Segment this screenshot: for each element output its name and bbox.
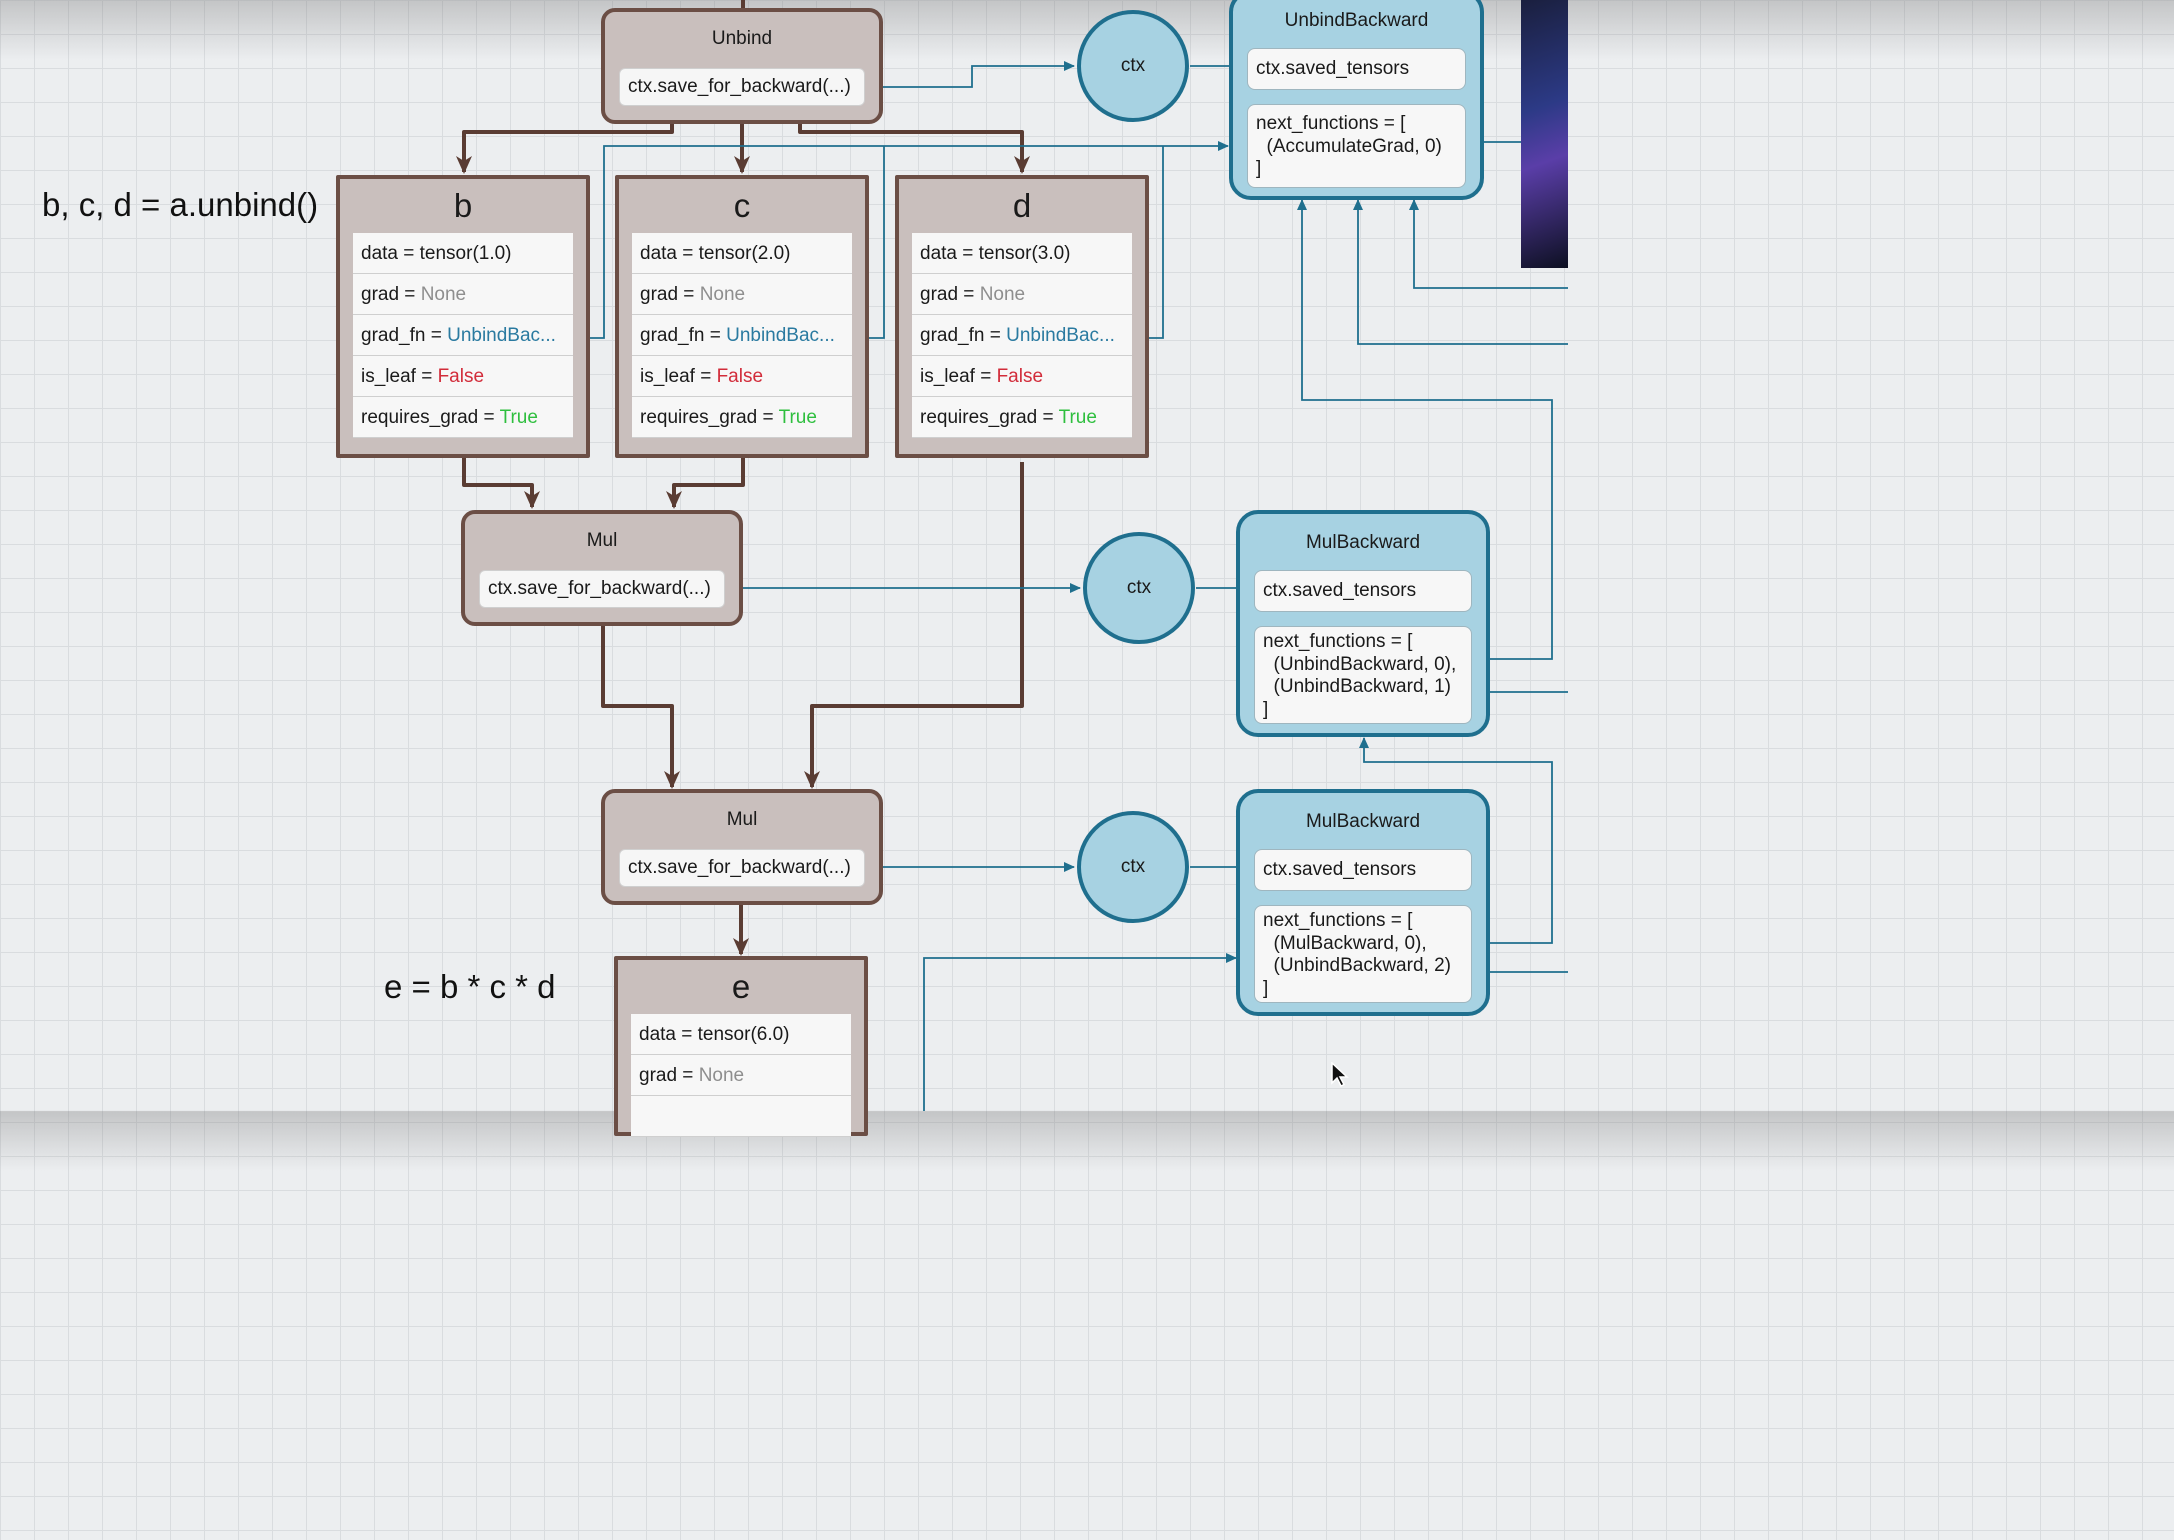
tensor-c-grad-fn: grad_fn = UnbindBac... [632,315,852,356]
tensor-e-node[interactable]: e data = tensor(6.0) grad = None [614,956,868,1137]
ctx-node-unbind[interactable]: ctx [1077,10,1189,122]
link-mul2-next-0 [1359,737,1553,944]
tensor-c-requires-grad: requires_grad = True [632,397,852,438]
code-unbind-line: b, c, d = a.unbind() [42,186,319,223]
unbind-backward-node[interactable]: UnbindBackward ctx.saved_tensors next_fu… [1229,0,1484,200]
ctx-node-mul-1[interactable]: ctx [1083,532,1195,644]
tensor-d-grad-fn: grad_fn = UnbindBac... [912,315,1132,356]
tensor-b-requires-grad: requires_grad = True [353,397,573,438]
link-e-gradfn [923,953,1237,1111]
unbind-backward-saved-tensors: ctx.saved_tensors [1247,48,1466,90]
tensor-b-data: data = tensor(1.0) [353,233,573,274]
tensor-b-node[interactable]: b data = tensor(1.0) grad = None grad_fn… [336,175,590,458]
tensor-b-grad: grad = None [353,274,573,315]
mul-backward-2-saved-tensors: ctx.saved_tensors [1254,849,1472,891]
mul-backward-2-title: MulBackward [1305,811,1421,832]
mul-backward-1-title: MulBackward [1305,532,1421,553]
arrow-d-to-mul2 [804,462,1024,789]
link-offscreen-2 [1409,199,1568,289]
link-b-gradfn [576,141,1229,339]
mul-backward-1-next-functions: next_functions = [ (UnbindBackward, 0), … [1254,626,1472,724]
mul-op-node-2[interactable]: Mul ctx.save_for_backward(...) [601,789,883,905]
link-mul1-next-0 [1297,199,1553,660]
link-unbind-to-ctx [868,61,1075,88]
connector-lines [456,0,1568,1111]
tensor-c-grad: grad = None [632,274,852,315]
tensor-d-name: d [1012,187,1032,224]
unbind-op-node[interactable]: Unbind ctx.save_for_backward(...) [601,8,883,124]
tensor-c-name: c [733,187,751,224]
arrow-mul1-to-mul2 [601,626,680,789]
webcam-overlay [1521,0,1568,268]
code-product-line: e = b * c * d [384,968,556,1005]
tensor-b-name: b [453,187,473,224]
tensor-d-requires-grad: requires_grad = True [912,397,1132,438]
tensor-e-next-row [631,1096,851,1137]
mouse-cursor-icon [1331,1062,1349,1088]
tensor-c-node[interactable]: c data = tensor(2.0) grad = None grad_fn… [615,175,869,458]
tensor-d-grad: grad = None [912,274,1132,315]
tensor-d-data: data = tensor(3.0) [912,233,1132,274]
tensor-b-grad-fn: grad_fn = UnbindBac... [353,315,573,356]
tensor-c-is-leaf: is_leaf = False [632,356,852,397]
tensor-b-is-leaf: is_leaf = False [353,356,573,397]
arrow-unbind-to-d [798,122,1030,174]
mul-op-2-save-for-backward: ctx.save_for_backward(...) [619,849,865,887]
mul-op-1-title: Mul [586,530,618,551]
mul-op-1-save-for-backward: ctx.save_for_backward(...) [479,570,725,608]
link-offscreen-1 [1353,199,1568,345]
mul-backward-2-next-functions: next_functions = [ (MulBackward, 0), (Un… [1254,905,1472,1003]
tensor-c-data: data = tensor(2.0) [632,233,852,274]
unbind-save-for-backward: ctx.save_for_backward(...) [619,68,865,106]
arrow-c-to-mul1 [666,458,745,509]
mul-backward-node-2[interactable]: MulBackward ctx.saved_tensors next_funct… [1236,789,1490,1016]
arrow-unbind-to-b [456,122,674,174]
unbind-backward-next-functions: next_functions = [ (AccumulateGrad, 0) ] [1247,104,1466,188]
tensor-d-node[interactable]: d data = tensor(3.0) grad = None grad_fn… [895,175,1149,458]
unbind-backward-title: UnbindBackward [1284,10,1429,31]
tensor-e-data: data = tensor(6.0) [631,1014,851,1055]
tensor-e-grad: grad = None [631,1055,851,1096]
tensor-e-name: e [731,968,751,1005]
unbind-op-title: Unbind [711,28,773,49]
mul-backward-node-1[interactable]: MulBackward ctx.saved_tensors next_funct… [1236,510,1490,737]
mul-backward-1-saved-tensors: ctx.saved_tensors [1254,570,1472,612]
ctx-node-mul-2[interactable]: ctx [1077,811,1189,923]
mul-op-node-1[interactable]: Mul ctx.save_for_backward(...) [461,510,743,626]
tensor-d-is-leaf: is_leaf = False [912,356,1132,397]
arrow-b-to-mul1 [462,458,540,509]
mul-op-2-title: Mul [726,809,758,830]
